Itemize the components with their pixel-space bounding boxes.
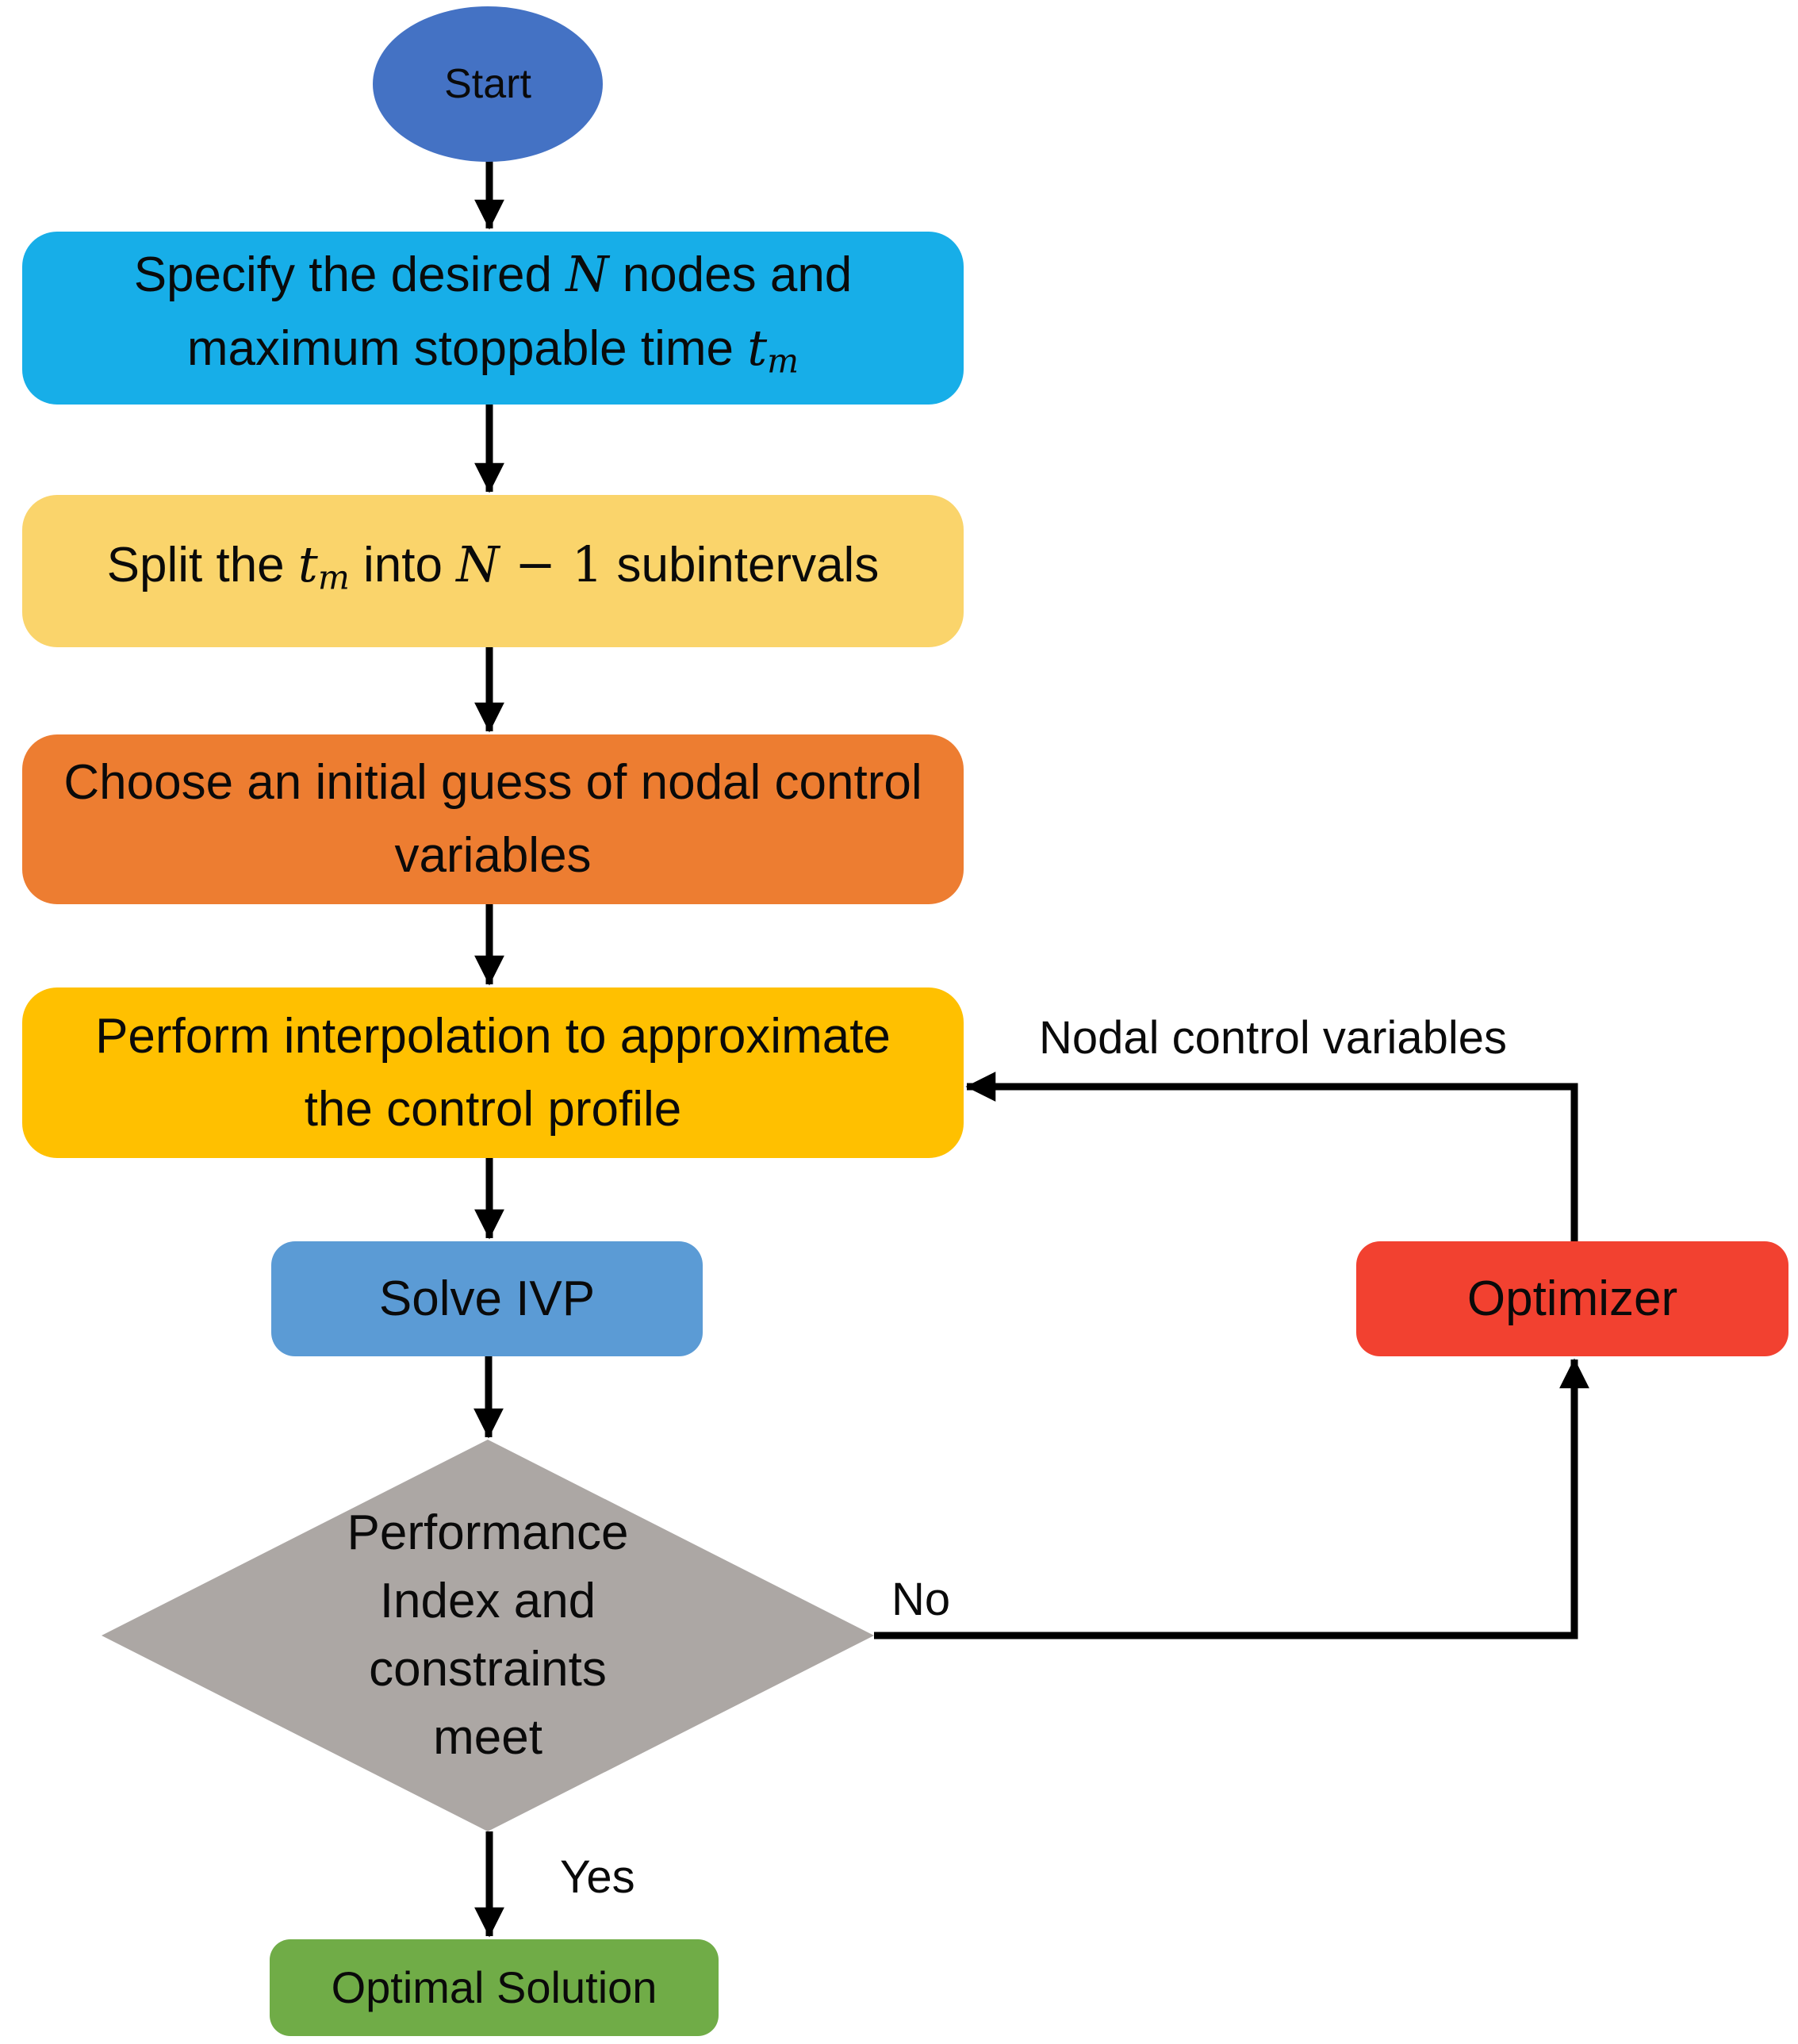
- math-t: t: [297, 535, 318, 593]
- optimal-solution-label: Optimal Solution: [331, 1962, 657, 2012]
- start-label: Start: [444, 61, 531, 107]
- interpolation-line-2: the control profile: [304, 1081, 682, 1137]
- decision-line-4: meet: [433, 1710, 542, 1765]
- math-minus-one: − 1: [499, 535, 604, 593]
- optimizer-label: Optimizer: [1466, 1271, 1678, 1326]
- arrow-decision-to-optimizer-no: [874, 1358, 1589, 1639]
- math-t-subscript-m: m: [767, 341, 799, 381]
- specify-line-2: maximum stoppable time tm: [186, 319, 799, 381]
- math-t-subscript-m: m: [317, 558, 350, 597]
- solve-ivp-label: Solve IVP: [378, 1271, 596, 1326]
- decision-diamond: [102, 1440, 874, 1831]
- decision-line-3: constraints: [369, 1642, 607, 1697]
- split-line: Split the tm into N − 1 subintervals: [106, 535, 880, 597]
- node-interpolation: Perform interpolation to approximate the…: [22, 987, 964, 1158]
- loop-edge-label: Nodal control variables: [1039, 1012, 1507, 1064]
- arrow-optimizer-to-interpolation-loop: [965, 1072, 1578, 1241]
- decision-label: Performance Index and constraints meet: [250, 1499, 726, 1772]
- guess-line-1: Choose an initial guess of nodal control: [63, 755, 922, 810]
- interpolation-line-1: Perform interpolation to approximate: [95, 1008, 891, 1064]
- node-solve-ivp: Solve IVP: [271, 1241, 703, 1356]
- node-start: Start: [373, 6, 603, 162]
- node-initial-guess: Choose an initial guess of nodal control…: [22, 734, 964, 904]
- yes-edge-label: Yes: [560, 1851, 635, 1903]
- math-N: N: [456, 535, 500, 593]
- node-split-subintervals: Split the tm into N − 1 subintervals: [22, 495, 964, 647]
- node-optimizer: Optimizer: [1356, 1241, 1788, 1356]
- guess-line-2: variables: [394, 828, 592, 883]
- node-optimal-solution: Optimal Solution: [270, 1939, 719, 2036]
- no-edge-label: No: [891, 1574, 951, 1625]
- decision-line-2: Index and: [379, 1574, 596, 1628]
- specify-line-1: Specify the desired N nodes and: [133, 245, 853, 304]
- decision-line-1: Performance: [347, 1505, 629, 1560]
- math-t: t: [747, 319, 768, 378]
- math-N: N: [565, 245, 609, 304]
- node-specify-nodes: Specify the desired N nodes and maximum …: [22, 232, 964, 405]
